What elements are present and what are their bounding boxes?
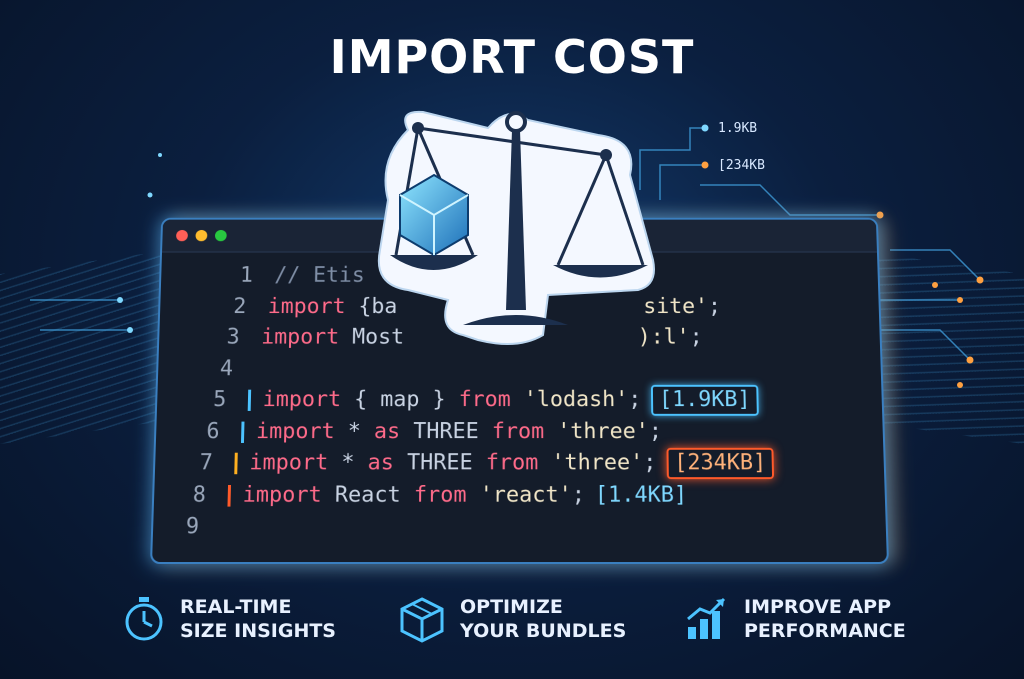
code-token: ; (571, 482, 586, 508)
code-token: 'three' (557, 419, 650, 444)
code-token: from (485, 450, 552, 476)
code-token: ; (689, 325, 703, 350)
feature-performance-line1: IMPROVE APP (744, 596, 892, 618)
line-number: 2 (233, 294, 247, 319)
annotation-top-size: 1.9KB (718, 121, 758, 136)
close-window-dot[interactable] (175, 229, 188, 242)
code-token: 'three' (551, 450, 644, 476)
import-size-badge: [1.9KB] (651, 384, 759, 416)
gutter-change-marker (227, 484, 232, 507)
code-token: 'react' (479, 482, 572, 508)
feature-performance-line2: PERFORMANCE (744, 620, 906, 642)
code-token: as (367, 450, 408, 476)
code-token: ; (628, 387, 642, 412)
code-token: import (249, 450, 342, 476)
bar-chart-growth-icon (687, 597, 726, 639)
code-token: ; (648, 419, 663, 444)
line-number: 3 (226, 325, 240, 350)
feature-realtime-line2: SIZE INSIGHTS (180, 620, 336, 642)
feature-performance: IMPROVE APP PERFORMANCE (684, 595, 906, 643)
maximize-window-dot[interactable] (214, 229, 227, 242)
code-token: as (373, 419, 414, 444)
code-token: from (491, 419, 558, 444)
line-number: 7 (199, 450, 214, 476)
package-box-icon (400, 597, 444, 643)
code-token: import (267, 294, 359, 319)
gutter-change-marker (240, 421, 245, 443)
import-size-badge: [1.4KB] (594, 482, 688, 508)
code-token: React (334, 482, 414, 508)
line-number: 1 (239, 263, 254, 288)
feature-optimize-line2: YOUR BUNDLES (460, 620, 627, 642)
line-number: 6 (206, 419, 220, 444)
line-number: 5 (212, 387, 227, 412)
code-token: import (255, 419, 348, 444)
code-line[interactable]: 7 import * as THREE from 'three'; [234KB] (177, 447, 775, 480)
code-token: ; (643, 450, 657, 476)
code-token: ; (707, 294, 722, 319)
code-token: * (341, 450, 368, 476)
feature-optimize-line1: OPTIMIZE (460, 596, 563, 618)
code-token: THREE (413, 419, 492, 444)
code-token: import (242, 482, 336, 508)
code-line[interactable]: 4 (197, 354, 255, 385)
feature-realtime-line1: REAL-TIME (180, 596, 292, 618)
line-number: 4 (219, 356, 234, 381)
import-size-badge: [234KB] (666, 447, 775, 480)
code-line[interactable]: 6 import * as THREE from 'three'; (183, 416, 662, 447)
minimize-window-dot[interactable] (195, 229, 208, 242)
code-token: import (262, 387, 355, 412)
code-line[interactable]: 8 import React from 'react'; [1.4KB] (170, 480, 688, 511)
line-number: 8 (192, 482, 207, 508)
code-line[interactable]: 9 (163, 512, 222, 544)
code-token: from (413, 482, 480, 508)
code-token: 'lodash' (523, 387, 629, 412)
code-line[interactable]: 1 // Etis (217, 261, 365, 291)
code-token: * (347, 419, 375, 444)
code-token: from (458, 387, 524, 412)
line-number: 9 (185, 514, 200, 540)
feature-optimize: OPTIMIZE YOUR BUNDLES (398, 595, 626, 643)
code-token: import (260, 325, 353, 350)
stopwatch-icon (125, 597, 163, 641)
code-token: // Etis (274, 263, 365, 288)
code-token: { map } (353, 387, 459, 412)
gutter-change-marker (234, 452, 238, 475)
cube-icon (399, 173, 469, 257)
gutter-change-marker (247, 389, 252, 411)
code-line[interactable]: 5 import { map } from 'lodash'; [1.9KB] (190, 384, 759, 416)
code-token: THREE (406, 450, 486, 476)
page-title: IMPORT COST (329, 30, 695, 84)
annotation-second-size: [234KB (718, 158, 765, 173)
scale-balance-icon (377, 110, 655, 345)
feature-realtime: REAL-TIME SIZE INSIGHTS (122, 595, 336, 643)
